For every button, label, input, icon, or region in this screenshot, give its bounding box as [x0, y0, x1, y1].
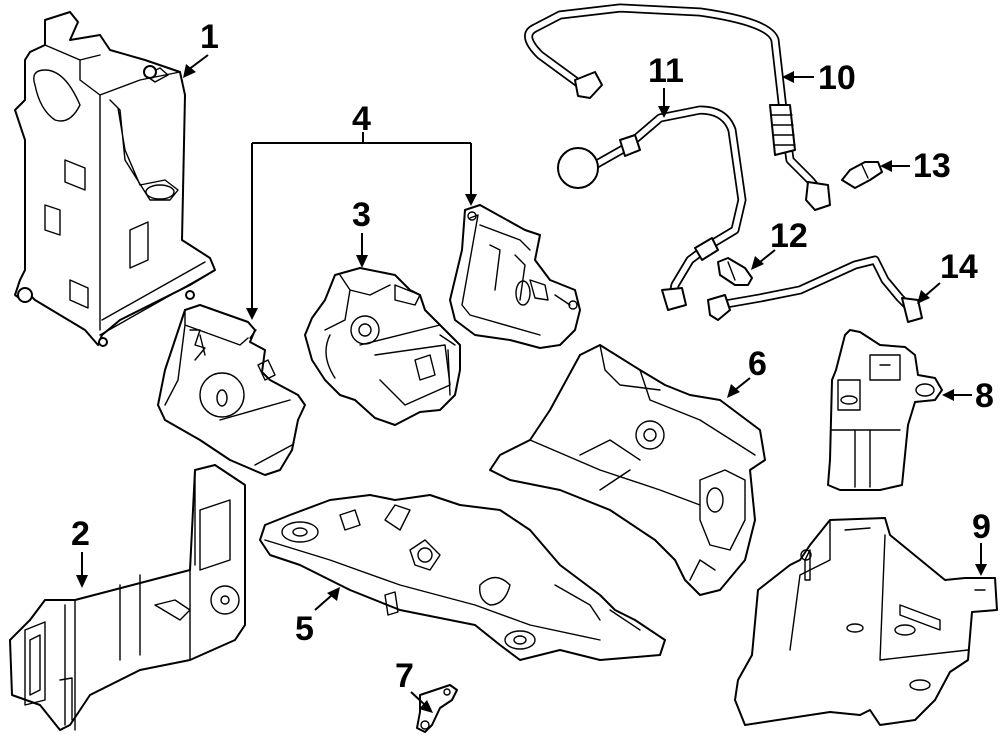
- callout-3: 3: [352, 196, 371, 268]
- callout-number-7: 7: [395, 657, 414, 695]
- leader-line: [187, 54, 209, 71]
- leader-line: [410, 691, 426, 706]
- callout-9: 9: [972, 508, 991, 576]
- arrowhead-icon: [917, 290, 930, 304]
- callout-5: 5: [295, 587, 340, 648]
- callout-number-9: 9: [972, 508, 991, 546]
- callout-number-6: 6: [748, 345, 767, 383]
- callout-2: 2: [71, 515, 90, 588]
- leader-line: [734, 377, 751, 391]
- callout-number-12: 12: [770, 217, 808, 255]
- callout-number-3: 3: [352, 196, 371, 234]
- callout-7: 7: [395, 657, 433, 713]
- part-10-long-hose[interactable]: [524, 3, 831, 211]
- callout-number-13: 13: [913, 147, 951, 185]
- arrowhead-icon: [327, 587, 340, 601]
- part-13-pressure-switch[interactable]: [841, 161, 883, 189]
- arrowhead-icon: [975, 564, 987, 576]
- arrowhead-icon: [183, 64, 196, 78]
- part-4-mount-bracket-left[interactable]: [157, 304, 306, 476]
- callout-number-8: 8: [975, 377, 994, 415]
- callout-6: 6: [727, 345, 767, 398]
- arrowhead-icon: [465, 194, 477, 206]
- part-9-mounting-bracket[interactable]: [734, 517, 998, 726]
- leader-line: [924, 282, 941, 297]
- callout-1: 1: [183, 18, 219, 78]
- arrowhead-icon: [942, 389, 954, 401]
- part-3-compressor[interactable]: [304, 267, 461, 426]
- arrowhead-icon: [782, 71, 794, 83]
- callout-number-4: 4: [352, 100, 371, 138]
- callout-number-14: 14: [940, 248, 978, 286]
- part-6-support-housing[interactable]: [489, 344, 766, 596]
- leader-line: [314, 594, 333, 611]
- part-8-canister[interactable]: [827, 329, 943, 491]
- callout-11: 11: [648, 52, 684, 118]
- callout-number-2: 2: [71, 515, 90, 553]
- part-2-shield-bracket[interactable]: [9, 464, 246, 731]
- arrowhead-icon: [658, 106, 670, 118]
- part-4-mount-bracket-right[interactable]: [449, 204, 581, 349]
- callout-10: 10: [782, 59, 856, 97]
- leader-line: [759, 249, 776, 263]
- part-1-housing[interactable]: [14, 11, 216, 347]
- callout-number-5: 5: [295, 610, 314, 648]
- callout-4: 4: [246, 100, 477, 320]
- callout-14: 14: [917, 248, 978, 304]
- arrowhead-icon: [419, 700, 433, 713]
- arrowhead-icon: [76, 575, 88, 588]
- arrowhead-icon: [246, 308, 258, 320]
- part-7-link-bracket[interactable]: [416, 684, 458, 733]
- part-14-short-hose[interactable]: [707, 255, 923, 323]
- arrowhead-icon: [880, 160, 892, 172]
- callout-number-1: 1: [200, 18, 219, 56]
- part-12-sensor-switch[interactable]: [717, 257, 753, 286]
- arrowhead-icon: [751, 256, 764, 270]
- callout-number-11: 11: [648, 52, 684, 90]
- part-5-cradle-frame[interactable]: [259, 494, 666, 661]
- callout-8: 8: [942, 377, 994, 415]
- arrowhead-icon: [727, 384, 740, 398]
- callout-number-10: 10: [818, 59, 856, 97]
- callout-12: 12: [751, 217, 808, 270]
- callout-13: 13: [880, 147, 951, 185]
- part-11-hose-with-cap[interactable]: [557, 105, 747, 311]
- arrowhead-icon: [356, 255, 368, 268]
